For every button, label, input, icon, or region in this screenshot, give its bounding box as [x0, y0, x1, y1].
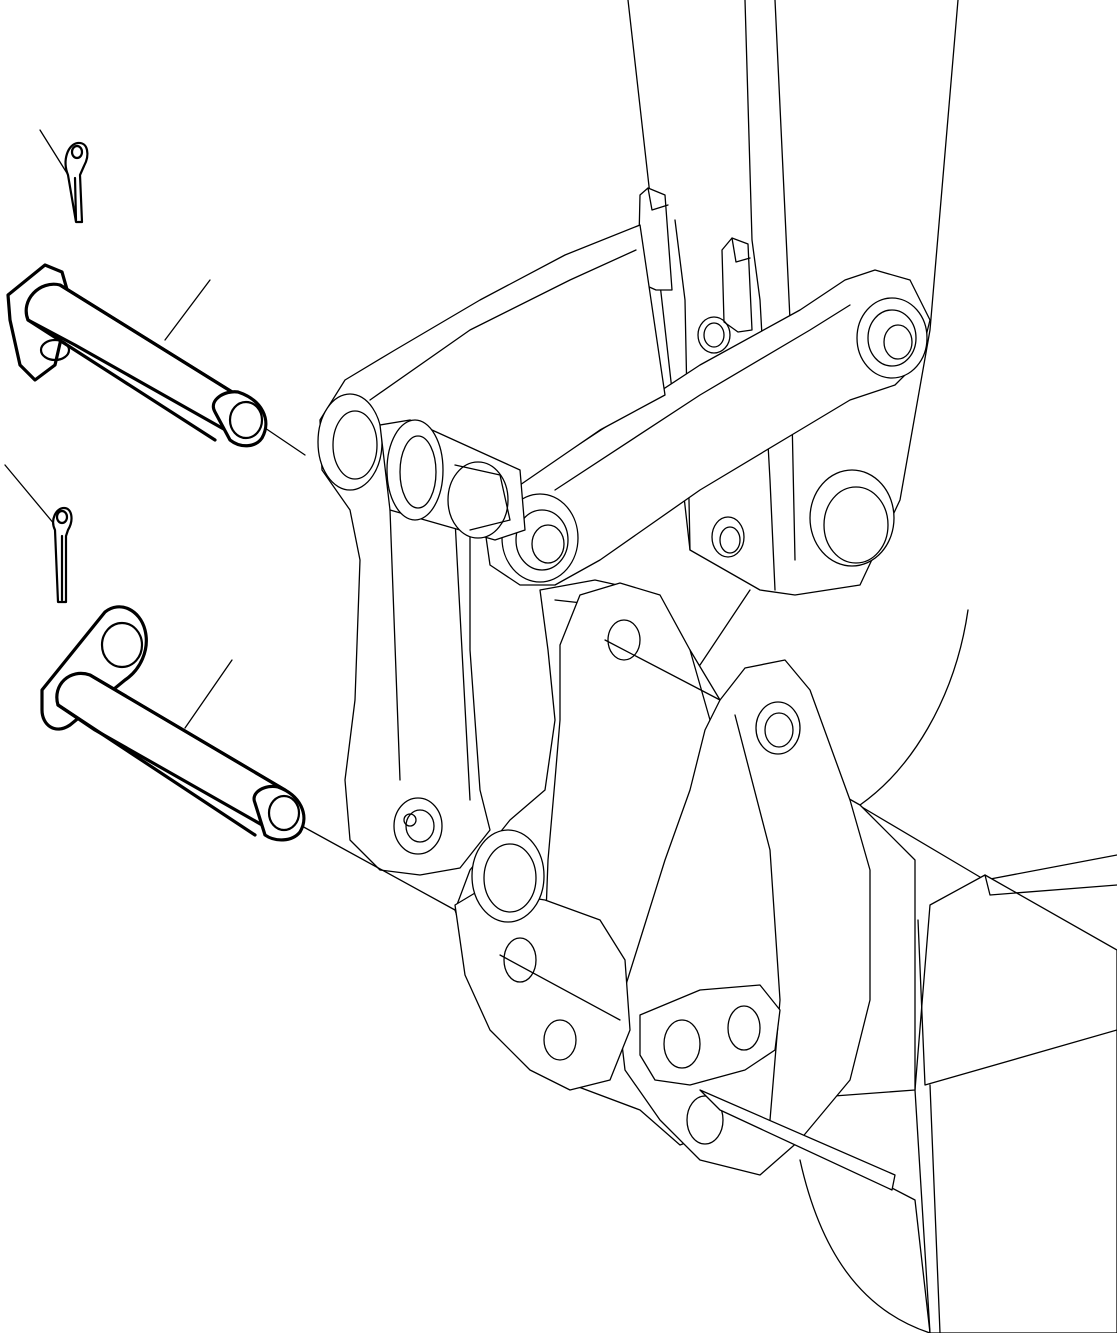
bucket-pin-lower — [40, 605, 306, 842]
leader-lines — [4, 129, 751, 1021]
link-pin-assembly — [379, 419, 526, 541]
bucket — [779, 609, 1117, 1333]
bucket-pin-upper — [6, 263, 268, 448]
cotter-pin-upper — [64, 141, 89, 224]
cotter-pin-lower — [52, 506, 73, 604]
arm — [627, 0, 959, 596]
bucket-bracket — [454, 579, 916, 1191]
